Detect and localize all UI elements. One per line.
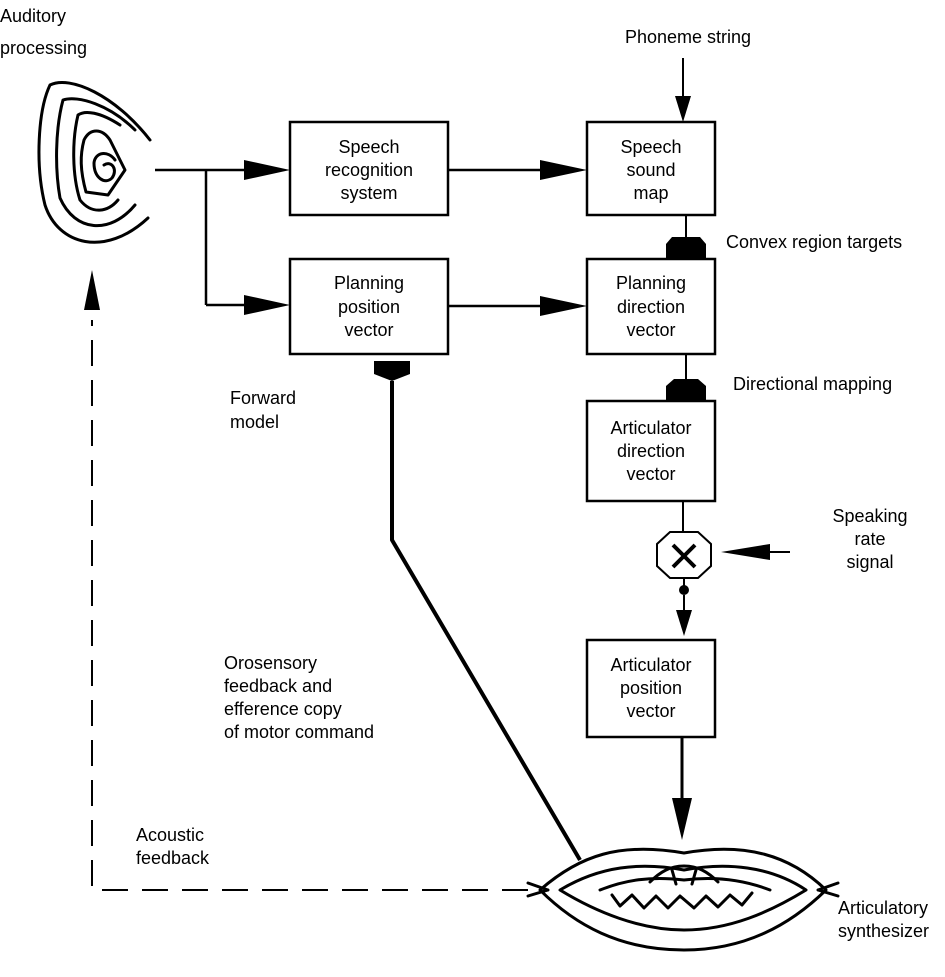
label-auditory-processing-line2: processing — [0, 38, 87, 58]
label-directional-mapping: Directional mapping — [733, 374, 892, 394]
label-articulatory-synthesizer-line1: Articulatory — [838, 898, 928, 918]
arrow-to-planning-direction — [540, 296, 587, 316]
box-planning-position-line2: position — [338, 297, 400, 317]
box-articulator-direction-line2: direction — [617, 441, 685, 461]
arrow-speaking-rate — [721, 544, 770, 560]
multiplier-output-dot — [679, 585, 689, 595]
label-auditory-processing-line1: Auditory — [0, 6, 66, 26]
articulator-direction-box — [585, 399, 717, 503]
box-planning-position-line3: vector — [344, 320, 393, 340]
label-acoustic-feedback-line1: Acoustic — [136, 825, 204, 845]
label-speaking-rate-line3: signal — [846, 552, 893, 572]
planning-direction-box — [585, 257, 717, 356]
box-planning-direction-line3: vector — [626, 320, 675, 340]
box-planning-direction-line1: Planning — [616, 273, 686, 293]
label-orosensory-line3: efference copy — [224, 699, 342, 719]
arrow-to-articulator-position — [676, 610, 692, 636]
box-articulator-position-line2: position — [620, 678, 682, 698]
box-articulator-direction-line3: vector — [626, 464, 675, 484]
label-phoneme-string: Phoneme string — [625, 27, 751, 47]
box-articulator-direction-line1: Articulator — [610, 418, 691, 438]
speech-sound-map-box — [585, 120, 717, 217]
box-speech-recognition-line1: Speech — [338, 137, 399, 157]
box-articulator-position-line1: Articulator — [610, 655, 691, 675]
arrow-to-speech-sound-map — [540, 160, 587, 180]
arrow-to-speech-recognition — [244, 160, 290, 180]
label-speaking-rate-line1: Speaking — [832, 506, 907, 526]
arrow-phoneme-to-soundmap — [675, 96, 691, 122]
forward-model-synapse — [374, 361, 410, 381]
box-speech-recognition-line2: recognition — [325, 160, 413, 180]
box-speech-sound-map-line3: map — [633, 183, 668, 203]
mouth-icon — [526, 847, 840, 952]
box-planning-position-line1: Planning — [334, 273, 404, 293]
label-orosensory-line2: feedback and — [224, 676, 332, 696]
box-speech-sound-map-line2: sound — [626, 160, 675, 180]
label-articulatory-synthesizer-line2: synthesizer — [838, 921, 929, 941]
orosensory-feedback-line — [390, 381, 582, 862]
label-speaking-rate-line2: rate — [854, 529, 885, 549]
label-acoustic-feedback-line2: feedback — [136, 848, 210, 868]
label-orosensory-line1: Orosensory — [224, 653, 317, 673]
arrow-to-planning-position — [244, 295, 290, 315]
ear-icon — [37, 80, 152, 244]
speech-recognition-box — [288, 120, 450, 217]
multiply-icon — [656, 531, 712, 579]
label-orosensory-line4: of motor command — [224, 722, 374, 742]
box-speech-recognition-line3: system — [340, 183, 397, 203]
arrow-acoustic-to-ear — [84, 270, 100, 310]
label-convex-region-targets: Convex region targets — [726, 232, 902, 252]
box-speech-sound-map-line1: Speech — [620, 137, 681, 157]
label-forward-model-line1: Forward — [230, 388, 296, 408]
convex-region-synapse — [666, 237, 706, 259]
box-planning-direction-line2: direction — [617, 297, 685, 317]
articulator-position-box — [585, 638, 717, 739]
label-forward-model-line2: model — [230, 412, 279, 432]
acoustic-feedback-line — [91, 320, 528, 891]
box-articulator-position-line3: vector — [626, 701, 675, 721]
directional-mapping-synapse — [666, 379, 706, 401]
arrow-to-mouth — [672, 798, 692, 840]
